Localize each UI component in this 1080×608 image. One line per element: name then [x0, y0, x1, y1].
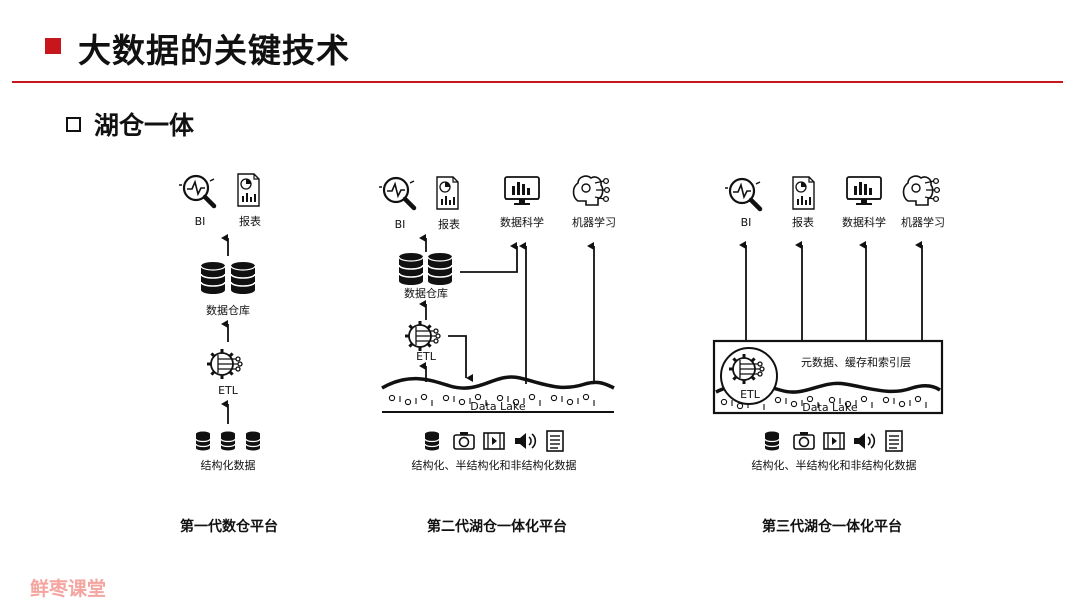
platform-1: BI 报表 数据仓库 ETL 结构化数据 第一代数仓平台 — [179, 173, 278, 535]
datasci-label: 数据科学 — [500, 215, 544, 229]
database-icon — [427, 252, 453, 286]
database-icon — [230, 261, 256, 295]
document-icon — [885, 430, 903, 452]
lake-label: Data Lake — [470, 400, 526, 413]
brand-watermark: 鲜枣课堂 — [30, 578, 107, 600]
warehouse-label: 数据仓库 — [404, 286, 448, 300]
platform-3-caption: 第三代湖仓一体化平台 — [762, 518, 902, 535]
etl-gear-icon — [205, 347, 244, 381]
bi-label: BI — [395, 218, 406, 231]
video-icon — [823, 432, 845, 450]
data-science-icon — [846, 176, 882, 205]
database-icon — [398, 252, 424, 286]
datasci-label: 数据科学 — [842, 215, 886, 229]
audio-icon — [514, 432, 537, 450]
report-icon — [237, 173, 260, 207]
bi-magnifier-icon — [379, 178, 414, 208]
lake-label: Data Lake — [802, 401, 858, 414]
platform-2: BI 报表 数据科学 机器学习 数据仓库 ETL Data Lake 结构化 — [379, 175, 616, 535]
data-lake: Data Lake — [381, 375, 615, 413]
etl-label: ETL — [416, 350, 437, 363]
report-icon — [436, 176, 459, 210]
etl-label: ETL — [740, 388, 761, 401]
database-icon — [245, 430, 261, 452]
data-science-icon — [504, 176, 540, 205]
source-label: 结构化、半结构化和非结构化数据 — [412, 458, 577, 472]
bi-label: BI — [741, 216, 752, 229]
section-title: 湖仓一体 — [94, 111, 195, 140]
platform-2-caption: 第二代湖仓一体化平台 — [427, 518, 567, 535]
bi-magnifier-icon — [725, 179, 760, 209]
report-icon — [792, 176, 815, 210]
document-icon — [546, 430, 564, 452]
report-label: 报表 — [792, 215, 814, 229]
warehouse-label: 数据仓库 — [206, 303, 250, 317]
source-label: 结构化、半结构化和非结构化数据 — [752, 458, 917, 472]
database-icon — [764, 430, 780, 452]
etl-label: ETL — [218, 384, 239, 397]
meta-layer-label: 元数据、缓存和索引层 — [801, 355, 911, 369]
database-icon — [195, 430, 211, 452]
title-marker — [45, 38, 61, 54]
database-icon — [424, 430, 440, 452]
section-bullet — [66, 117, 81, 132]
ml-label: 机器学习 — [901, 215, 945, 229]
audio-icon — [853, 432, 876, 450]
bi-magnifier-icon — [179, 176, 214, 206]
machine-learning-icon — [572, 175, 611, 206]
page-title: 大数据的关键技术 — [78, 31, 350, 70]
ml-label: 机器学习 — [572, 215, 616, 229]
camera-icon — [793, 431, 815, 450]
camera-icon — [453, 431, 475, 450]
etl-gear-icon — [403, 319, 442, 353]
video-icon — [483, 432, 505, 450]
source-label: 结构化数据 — [201, 458, 256, 472]
report-label: 报表 — [438, 217, 460, 231]
platform-1-caption: 第一代数仓平台 — [180, 518, 278, 535]
arrow-warehouse-to-datasci — [460, 242, 518, 273]
platform-3: BI 报表 数据科学 机器学习 元数据、缓存和索引层 Data Lake ETL… — [712, 175, 945, 535]
machine-learning-icon — [902, 175, 941, 206]
bi-label: BI — [195, 215, 206, 228]
database-icon — [200, 261, 226, 295]
database-icon — [220, 430, 236, 452]
title-divider — [12, 81, 1063, 83]
arrow-etl-to-lake — [448, 335, 473, 382]
report-label: 报表 — [239, 214, 261, 228]
